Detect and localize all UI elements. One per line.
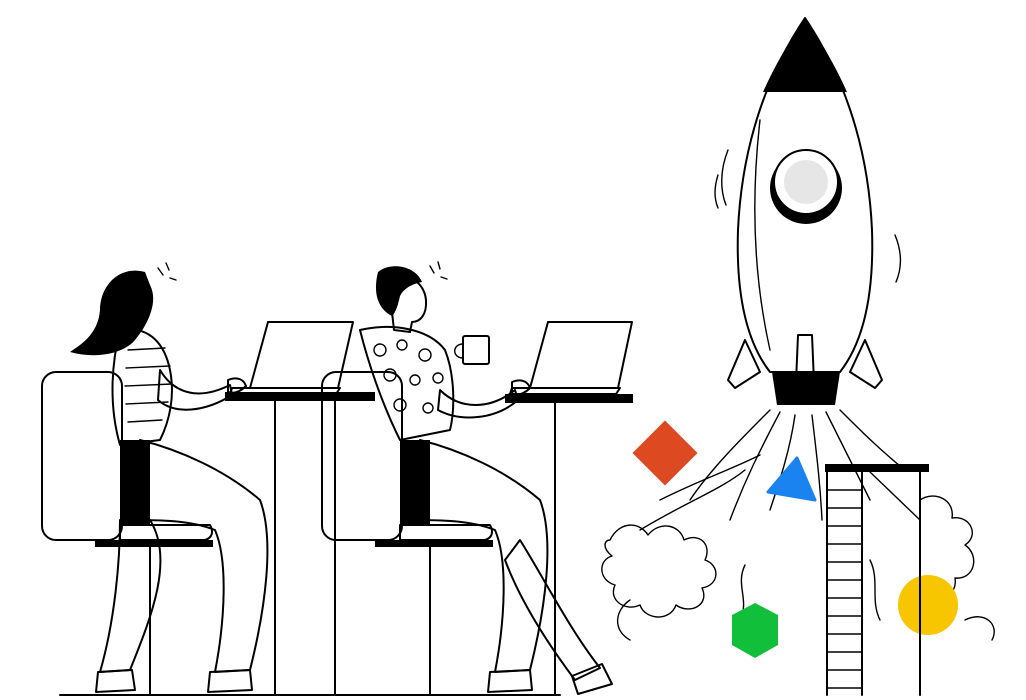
- triangle-shape-icon: [766, 456, 817, 502]
- laptop-icon: [229, 321, 354, 395]
- person-typing-icon: [321, 261, 613, 696]
- chair-icon: [321, 371, 494, 696]
- chair-icon: [41, 371, 214, 696]
- desk-right: [505, 394, 633, 696]
- laptop-icon: [509, 321, 633, 395]
- rocket-nose: [763, 18, 847, 92]
- rocket-right-fin: [849, 339, 883, 389]
- ladder-icon: [825, 464, 929, 696]
- mug-icon: [462, 335, 490, 365]
- rocket-left-fin: [727, 339, 761, 389]
- diamond-shape-icon: [632, 420, 698, 486]
- rocket-exhaust: [601, 409, 995, 641]
- rocket-icon: [601, 17, 995, 641]
- hexagon-shape-icon: [732, 603, 778, 658]
- desk-left: [225, 392, 375, 696]
- person-typing-icon: [41, 262, 269, 696]
- circle-shape-icon: [898, 575, 958, 635]
- rocket-engine: [772, 372, 840, 405]
